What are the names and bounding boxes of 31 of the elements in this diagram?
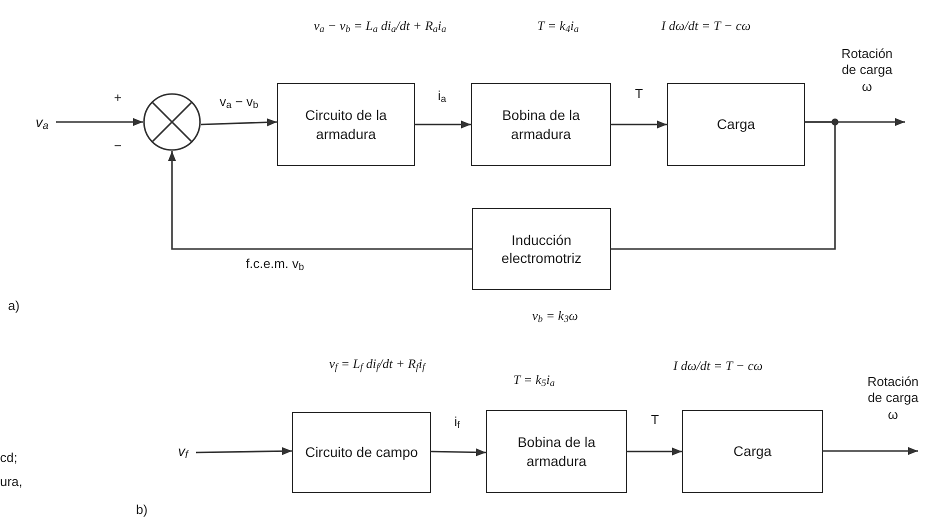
process-box: Carga: [682, 410, 823, 493]
equation: I dω/dt = T − cω: [660, 17, 752, 35]
process-box: Carga: [667, 83, 805, 166]
process-box: Bobina de la armadura: [471, 83, 611, 166]
arrow: [56, 118, 143, 126]
process-box: Bobina de la armadura: [486, 410, 627, 493]
arrow: [196, 447, 292, 456]
note-text: a): [8, 297, 21, 315]
input-signal: v$_{a}$: [28, 112, 56, 132]
arrow: [200, 118, 278, 126]
note-text: ura,: [0, 473, 24, 491]
equation: v$_{f}$ = L$_{f}$ di$_{f}$/dt + R$_{f}$i$_{f}$: [328, 355, 427, 374]
process-box: Circuito de la armadura: [277, 83, 415, 166]
equation: T = k$_{5}$i$_{a}$: [512, 371, 556, 390]
arrow: [627, 448, 682, 456]
note-text: cd;: [0, 449, 18, 467]
input-signal: v$_{f}$: [170, 441, 196, 461]
process-box: Circuito de campo: [292, 412, 431, 493]
equation: v$_{b}$ = k$_{3}$ω: [531, 307, 579, 326]
arrow: [415, 120, 471, 128]
arrow: [430, 448, 486, 456]
arrow: [168, 151, 472, 250]
equation: T = k$_{4}$i$_{a}$: [536, 17, 580, 36]
arrow: [611, 120, 667, 128]
equation: v$_{a}$ − v$_{b}$ = L$_{a}$ di$_{a}$/dt + R$_{a}$i$_{a}$: [312, 17, 448, 36]
note-text: −: [114, 137, 123, 155]
arrow: [823, 447, 918, 455]
process-box: Inducción electromotriz: [472, 208, 611, 290]
note-text: b): [136, 501, 149, 519]
note-text: +: [114, 89, 123, 107]
equation: I dω/dt = T − cω: [672, 357, 764, 375]
